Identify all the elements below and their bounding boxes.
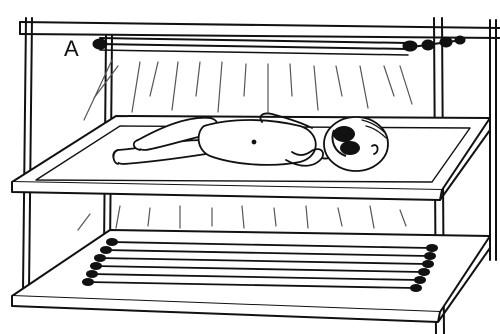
upper-lamp-icon [93, 36, 465, 55]
upper-light-rays [84, 60, 412, 120]
lower-light-rays [78, 206, 406, 230]
lamp-label-a: A [64, 36, 79, 61]
